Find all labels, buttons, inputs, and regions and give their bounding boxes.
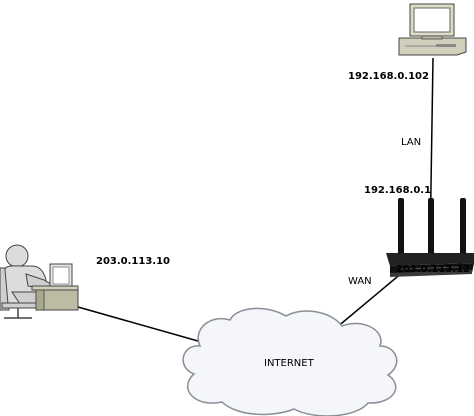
internet-cloud [182,307,398,416]
internet-label: INTERNET [264,358,314,369]
router-lan-ip-label: 192.168.0.1 [364,185,432,196]
router-wan-ip-label: 203.0.113.12 [396,264,471,275]
lan-label: LAN [401,137,422,148]
user-at-desk-icon [0,244,79,319]
computer-ip-label: 192.168.0.102 [348,71,429,82]
user-ip-label: 203.0.113.10 [96,256,171,267]
router-to-internet-line [335,271,404,329]
desktop-computer-icon [398,3,467,56]
wan-label: WAN [348,276,372,287]
user-to-internet-line [77,306,213,346]
wireless-router-icon [386,198,474,277]
